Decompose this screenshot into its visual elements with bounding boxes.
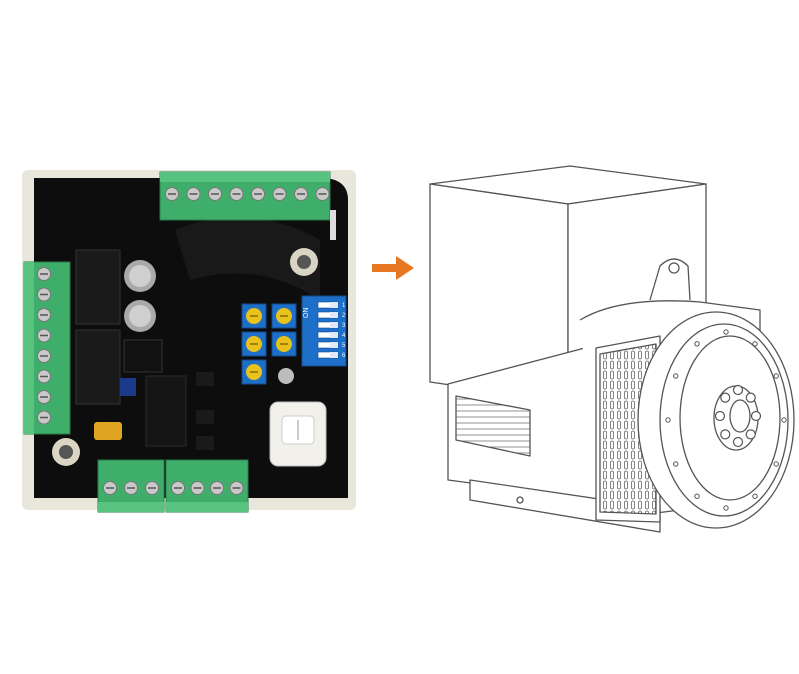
dip-number: 2 (342, 313, 346, 319)
terminal-screw (272, 187, 287, 201)
terminal-screw (251, 187, 265, 201)
terminal-screw (37, 308, 51, 322)
dip-number: 5 (342, 343, 346, 349)
terminal-screw (229, 481, 244, 495)
mount-hole-top (290, 248, 318, 276)
terminal-screw (37, 410, 51, 425)
trimmer (278, 368, 294, 384)
terminal-screw (37, 390, 51, 404)
transistor-block (145, 375, 187, 447)
terminal-screw (37, 349, 51, 363)
terminal-screw (145, 481, 159, 495)
avr-board: ON 1 2 3 4 5 6 (22, 170, 356, 513)
dip-number: 3 (342, 323, 346, 329)
terminal-block-bottom-left (97, 459, 165, 513)
potentiometer (241, 331, 267, 357)
terminal-screw (37, 267, 51, 281)
terminal-screw (124, 481, 138, 495)
terminal-block-top (159, 171, 331, 221)
terminal-screw (315, 187, 330, 201)
terminal-screw (37, 328, 51, 343)
fuse (94, 422, 122, 440)
terminal-screw (165, 187, 179, 201)
capacitor-1 (124, 260, 156, 292)
relay-1 (75, 249, 121, 325)
dip-number: 1 (342, 303, 346, 309)
terminal-screw (186, 187, 201, 201)
relay-2 (75, 329, 121, 405)
terminal-screw (37, 287, 51, 302)
terminal-screw (294, 187, 308, 201)
white-connector (269, 401, 327, 467)
component-block (123, 339, 163, 373)
terminal-screw (171, 481, 185, 495)
terminal-block-left (23, 261, 71, 435)
dip-number: 4 (342, 333, 346, 339)
mount-hole-bottom (52, 438, 80, 466)
dip-switch: ON 1 2 3 4 5 6 (301, 295, 347, 367)
dip-number: 6 (342, 353, 346, 359)
potentiometer-group (241, 303, 297, 385)
dip-on-label: ON (303, 308, 310, 319)
terminal-screw (103, 481, 117, 495)
orange-arrow-icon (372, 256, 414, 280)
terminal-screw (208, 187, 222, 201)
potentiometer (241, 303, 267, 329)
terminal-screw (37, 369, 51, 384)
terminal-screw (229, 187, 244, 201)
terminal-block-bottom-right (165, 459, 249, 513)
potentiometer (241, 359, 267, 385)
terminal-screw (210, 481, 224, 495)
terminal-screw (190, 481, 205, 495)
potentiometer (271, 331, 297, 357)
capacitor-2 (124, 300, 156, 332)
potentiometer (271, 303, 297, 329)
blue-component (120, 378, 136, 396)
alternator-drawing (429, 165, 795, 533)
